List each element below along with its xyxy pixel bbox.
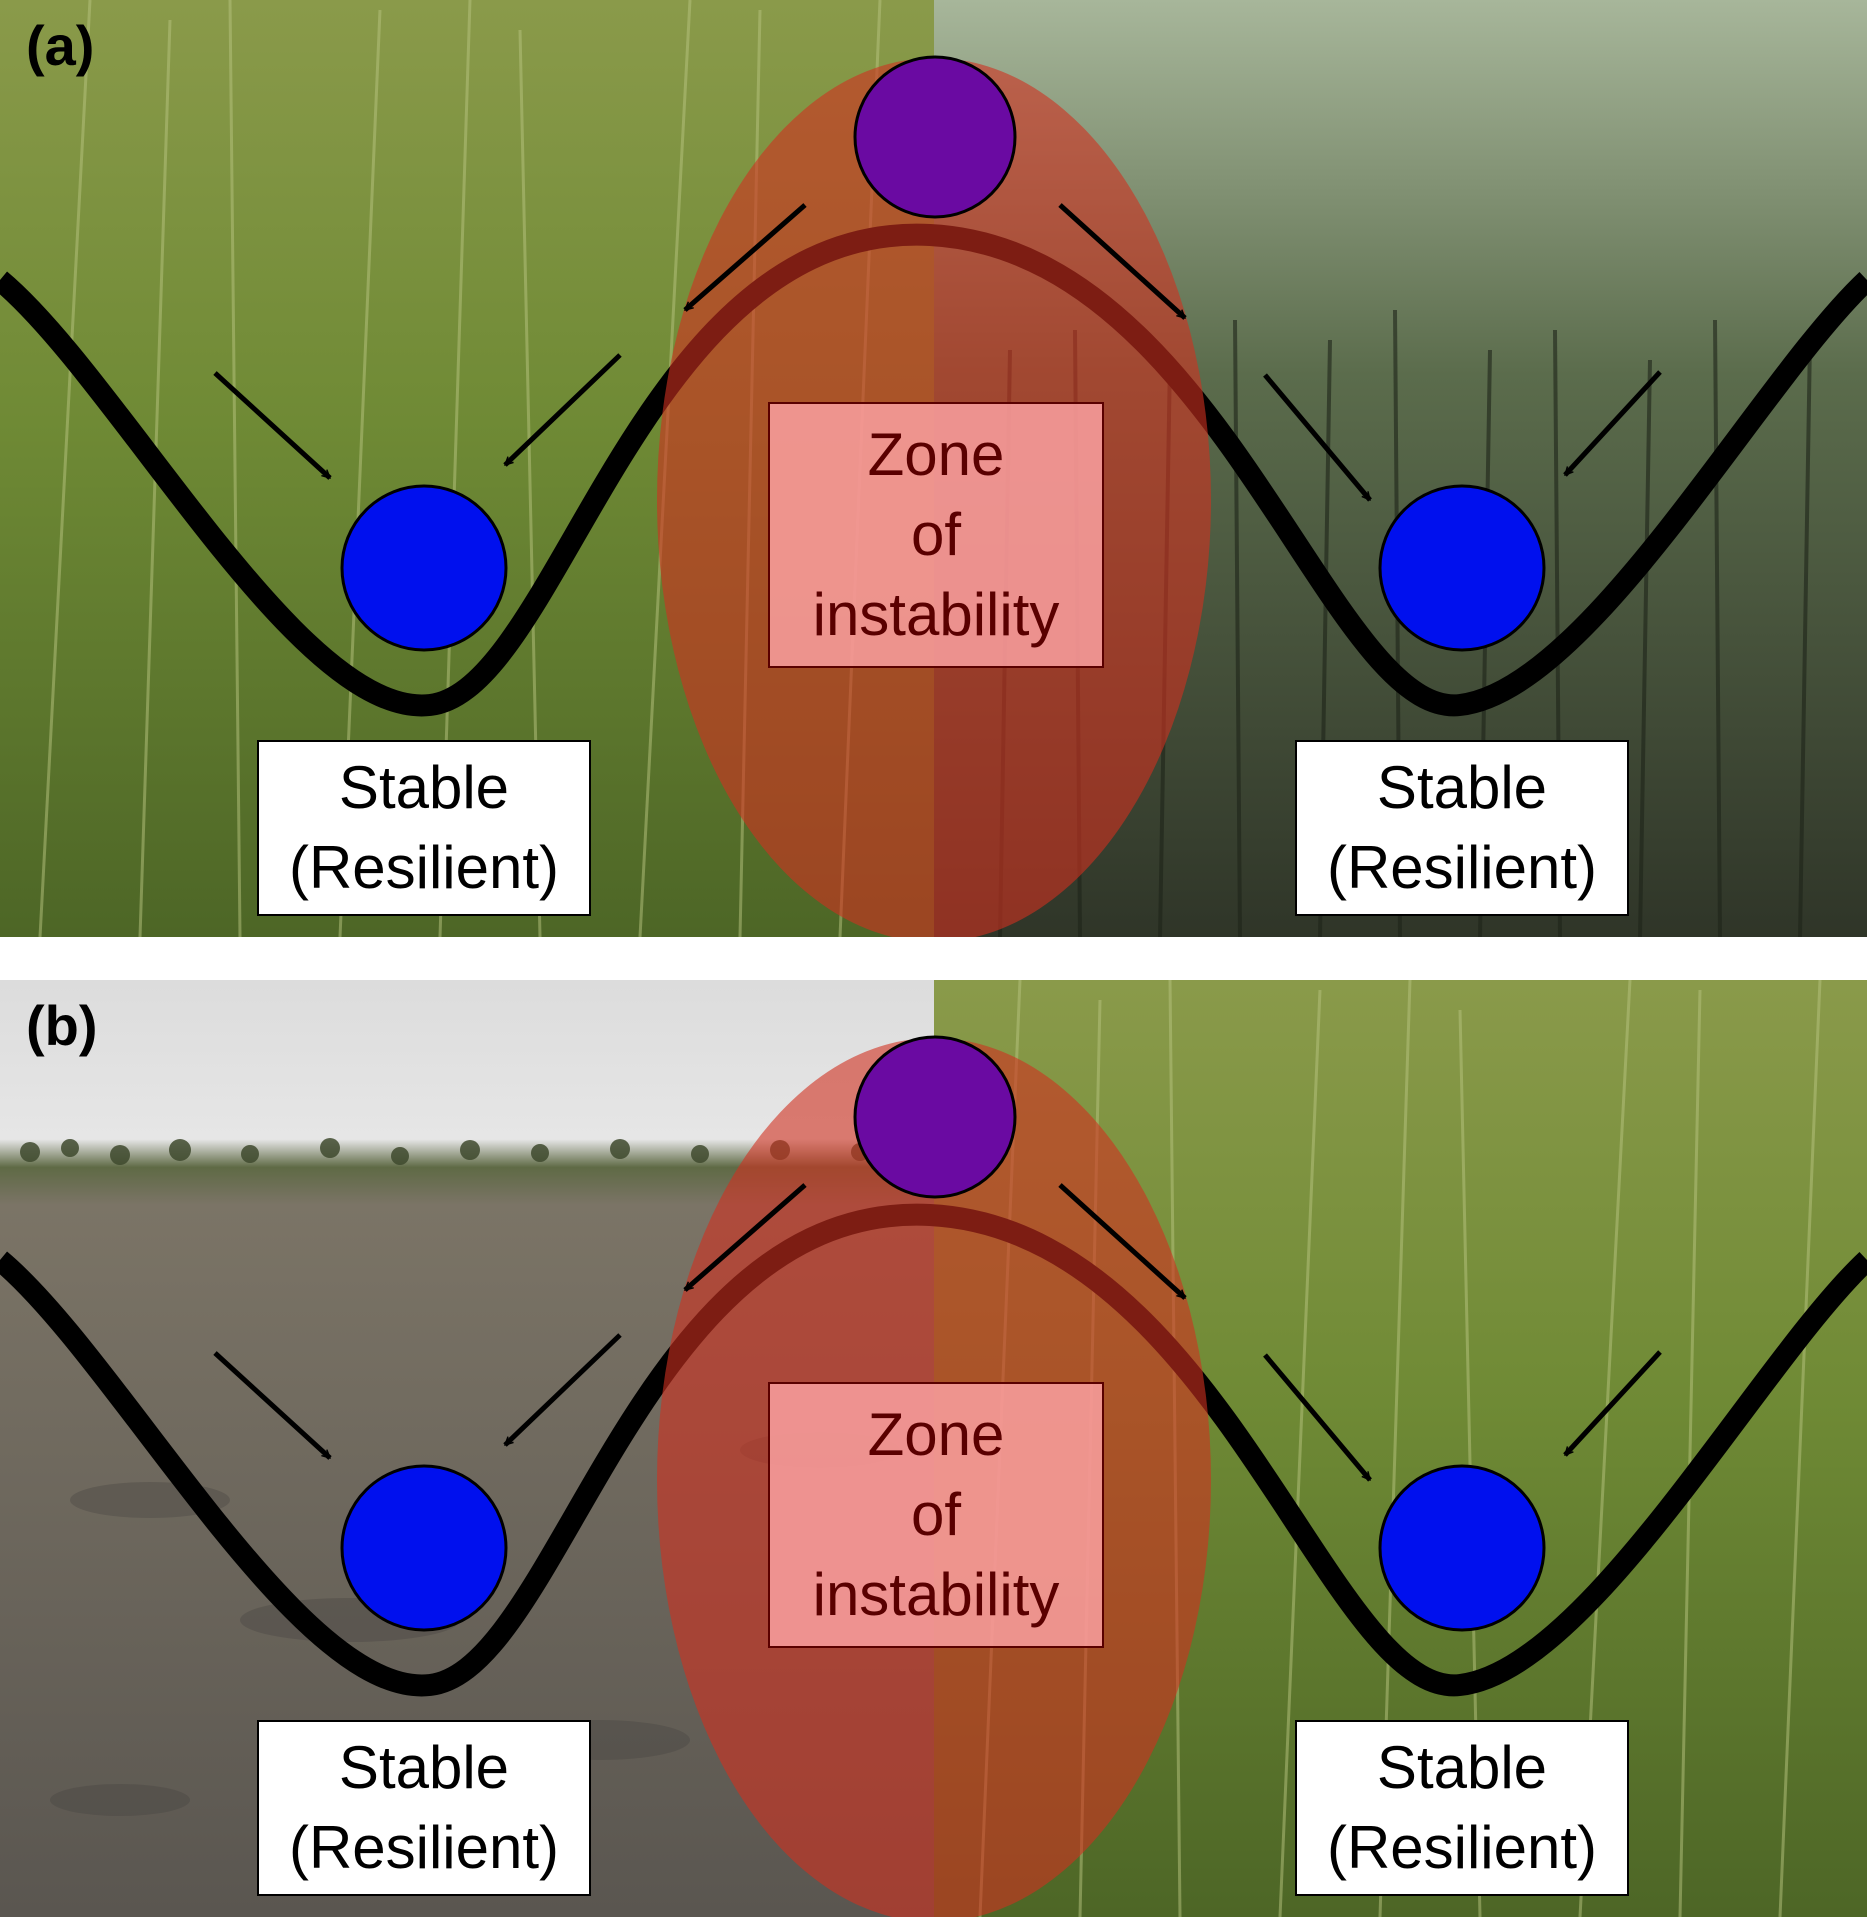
stable-ball-right — [1378, 484, 1546, 652]
unstable-ball — [853, 1035, 1017, 1199]
zone-of-instability-label: Zone of instability — [768, 402, 1104, 668]
arrow-left-basin-inner — [503, 353, 622, 467]
arrow-right-basin-outer — [1563, 370, 1662, 477]
stable-label-line-2: (Resilient) — [288, 834, 560, 901]
stable-label-line-1: Stable — [1376, 754, 1548, 821]
panel-b: (b) Zone of instability Stable (Resilien… — [0, 980, 1867, 1917]
arrow-right-basin-inner — [1263, 1353, 1372, 1482]
stable-label-line-2: (Resilient) — [288, 1814, 560, 1881]
zone-label-line-1: Zone — [867, 1401, 1005, 1468]
zone-of-instability-label: Zone of instability — [768, 1382, 1104, 1648]
arrow-right-basin-outer — [1563, 1350, 1662, 1457]
zone-label-line-1: Zone — [867, 421, 1005, 488]
arrow-to-right-basin — [1058, 203, 1187, 320]
stable-label-line-2: (Resilient) — [1326, 1814, 1598, 1881]
stable-label-right: Stable (Resilient) — [1295, 740, 1629, 916]
stable-label-left: Stable (Resilient) — [257, 1720, 591, 1896]
zone-label-line-3: instability — [812, 581, 1060, 648]
stable-ball-left — [340, 1464, 508, 1632]
stable-label-left: Stable (Resilient) — [257, 740, 591, 916]
zone-label-line-2: of — [910, 1481, 962, 1548]
arrow-to-left-basin — [683, 1183, 807, 1292]
stable-ball-right — [1378, 1464, 1546, 1632]
stable-label-line-1: Stable — [1376, 1734, 1548, 1801]
panel-letter: (b) — [26, 994, 98, 1057]
unstable-ball — [853, 55, 1017, 219]
stable-label-right: Stable (Resilient) — [1295, 1720, 1629, 1896]
arrow-to-right-basin — [1058, 1183, 1187, 1300]
panel-a: (a) Zone of instability Stable (Resilien… — [0, 0, 1867, 937]
zone-label-line-2: of — [910, 501, 962, 568]
panel-letter: (a) — [26, 14, 95, 77]
arrow-left-basin-outer — [213, 1351, 332, 1460]
arrow-left-basin-outer — [213, 371, 332, 480]
arrow-left-basin-inner — [503, 1333, 622, 1447]
zone-label-line-3: instability — [812, 1561, 1060, 1628]
arrow-to-left-basin — [683, 203, 807, 312]
arrow-right-basin-inner — [1263, 373, 1372, 502]
stable-label-line-1: Stable — [338, 754, 510, 821]
stable-label-line-1: Stable — [338, 1734, 510, 1801]
stable-label-line-2: (Resilient) — [1326, 834, 1598, 901]
stable-ball-left — [340, 484, 508, 652]
